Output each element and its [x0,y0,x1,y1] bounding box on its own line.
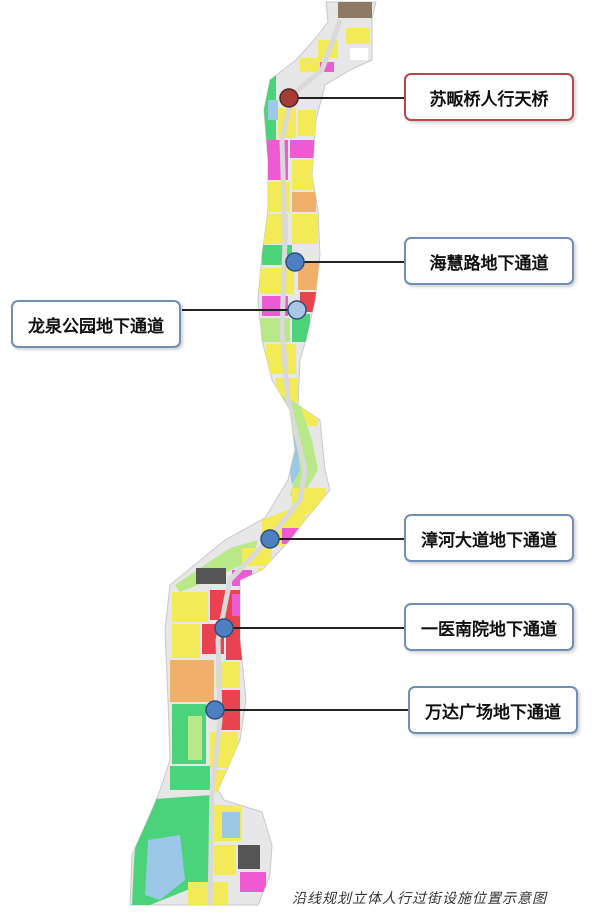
callout-label: 龙泉公园地下通道 [28,316,164,337]
callout-label: 万达广场地下通道 [425,702,561,723]
marker-longquan-underpass[interactable] [287,300,307,320]
marker-suban-bridge[interactable] [279,88,299,108]
callout-longquan-underpass[interactable]: 龙泉公园地下通道 [11,300,181,348]
callout-label: 海慧路地下通道 [429,253,549,274]
facility-markers [205,88,307,720]
leader-lines [182,97,408,711]
marker-haihui-underpass[interactable] [285,252,305,272]
callout-label: 漳河大道地下通道 [421,530,557,551]
marker-zhanghe-underpass[interactable] [260,529,280,549]
land-use-parcels [132,2,372,905]
marker-wanda-underpass[interactable] [205,700,225,720]
map-caption: 沿线规划立体人行过街设施位置示意图 [292,891,547,907]
callout-haihui-underpass[interactable]: 海慧路地下通道 [404,237,574,285]
callout-zhanghe-underpass[interactable]: 漳河大道地下通道 [404,514,574,562]
callout-label: 一医南院地下通道 [421,619,557,640]
callout-yiyi-underpass[interactable]: 一医南院地下通道 [404,603,574,651]
callout-suban-bridge[interactable]: 苏畈桥人行天桥 [404,73,574,121]
corridor-base [129,1,377,906]
marker-yiyi-underpass[interactable] [214,618,234,638]
callout-wanda-underpass[interactable]: 万达广场地下通道 [408,686,578,734]
callout-label: 苏畈桥人行天桥 [429,89,549,110]
